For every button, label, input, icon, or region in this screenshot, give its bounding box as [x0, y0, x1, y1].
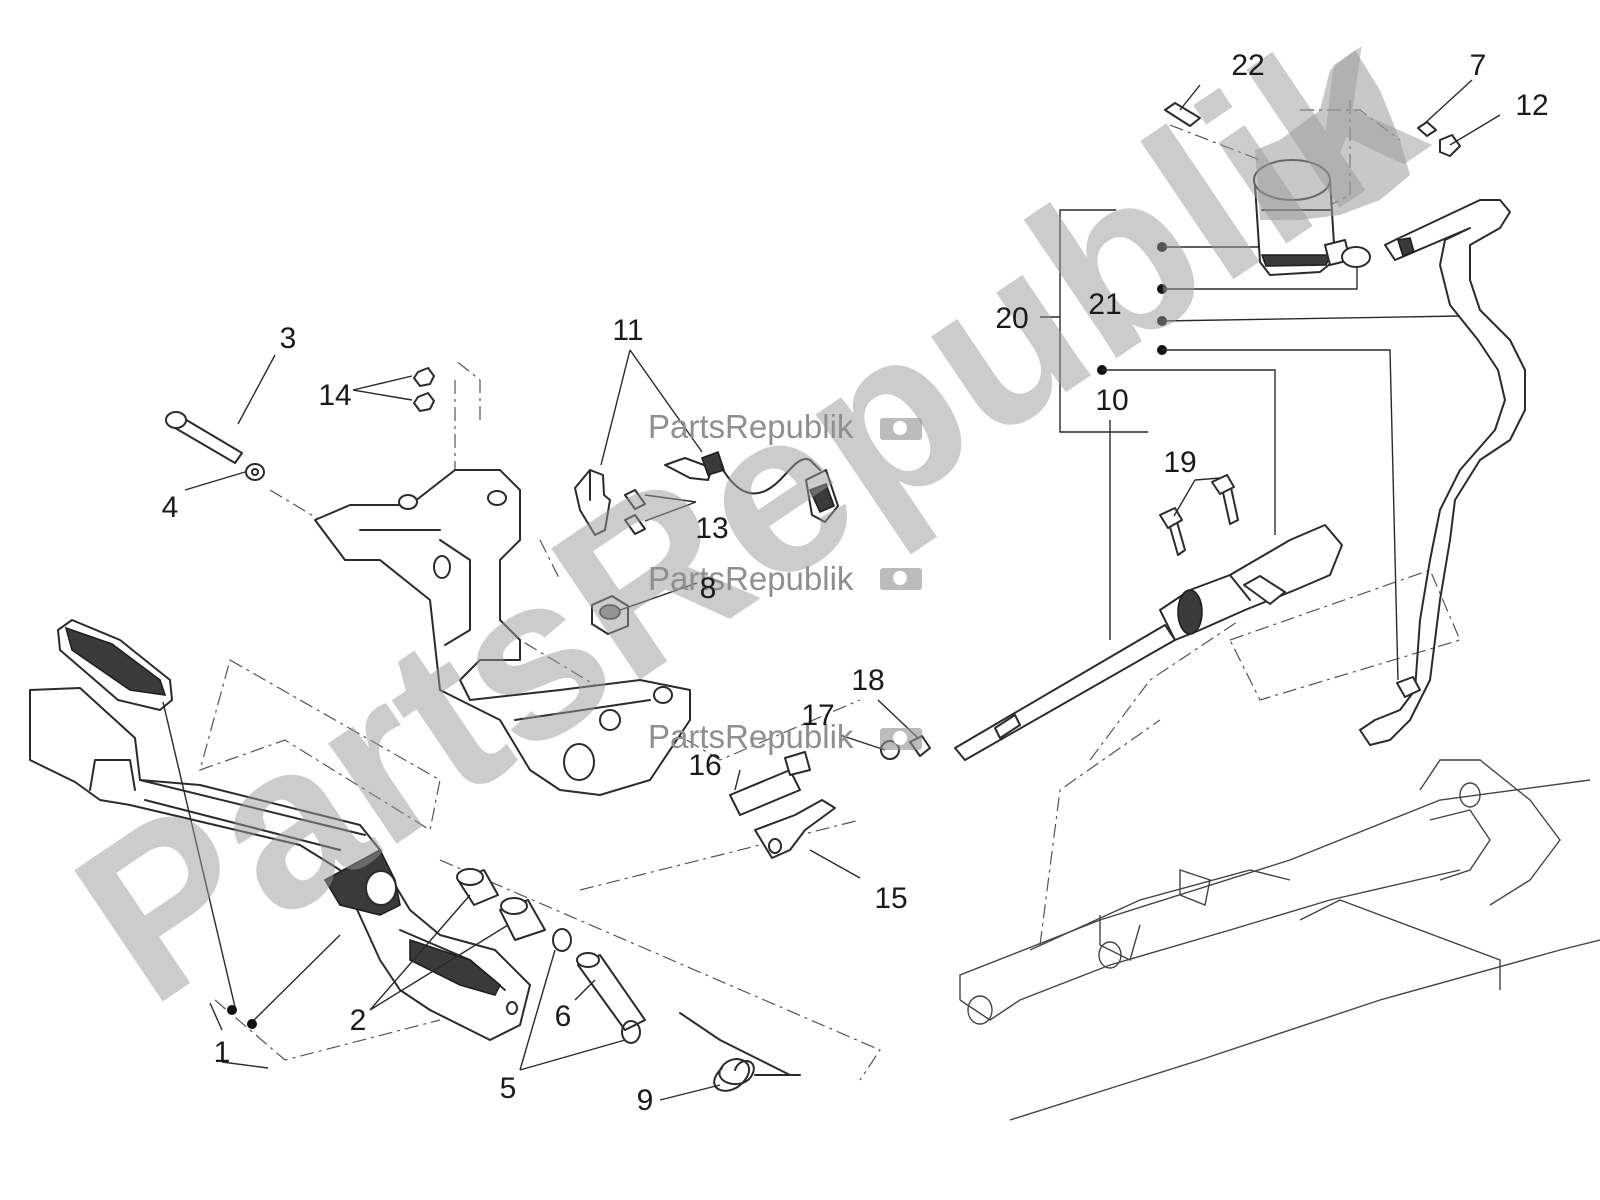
callout-12: 12 — [1515, 89, 1548, 122]
fluid-hose — [1359, 199, 1526, 746]
callout-2: 2 — [350, 1004, 367, 1037]
nuts-14 — [413, 367, 435, 412]
callout-13: 13 — [695, 512, 728, 545]
callout-3: 3 — [280, 322, 297, 355]
bolt-washer-upper-left — [165, 411, 265, 481]
callout-14: 14 — [318, 379, 351, 412]
callout-20: 20 — [995, 302, 1028, 335]
master-cylinder — [954, 474, 1343, 761]
watermark-gear-icon-1 — [880, 418, 922, 440]
callout-8: 8 — [700, 572, 717, 605]
watermark-text-2: PartsRepublik — [648, 560, 854, 597]
callout-15: 15 — [874, 882, 907, 915]
watermark-text-1: PartsRepublik — [648, 408, 854, 445]
callout-4: 4 — [162, 491, 179, 524]
small-parts-lower — [456, 868, 801, 1092]
callout-5: 5 — [500, 1072, 517, 1105]
callout-22: 22 — [1231, 49, 1264, 82]
brake-pedal-lever — [29, 687, 531, 1041]
callout-labels: 1 2 3 4 5 6 7 8 9 10 11 12 13 14 15 16 1… — [162, 49, 1549, 1117]
watermark-big-text: PartsRepublik — [34, 0, 1461, 1051]
gear-logo-icon — [1255, 50, 1410, 220]
callout-9: 9 — [637, 1084, 654, 1117]
callout-11: 11 — [612, 314, 643, 347]
callout-21: 21 — [1088, 288, 1121, 321]
callout-10: 10 — [1095, 384, 1128, 417]
callout-7: 7 — [1470, 49, 1487, 82]
callout-16: 16 — [688, 749, 721, 782]
callout-17: 17 — [801, 699, 834, 732]
watermark: PartsRepublik PartsRepublik PartsRepubli… — [34, 0, 1461, 1051]
callout-leaders — [162, 79, 1501, 1101]
foot-pad — [57, 619, 173, 711]
nut-8 — [591, 595, 629, 635]
pedal-bracket — [314, 469, 691, 796]
callout-6: 6 — [555, 1000, 572, 1033]
frame-structure — [959, 619, 1600, 1121]
callout-1: 1 — [214, 1036, 231, 1069]
watermark-gear-icon-3 — [880, 728, 922, 750]
brake-switch — [574, 450, 839, 536]
watermark-text-3: PartsRepublik — [648, 718, 854, 755]
callout-19: 19 — [1163, 446, 1196, 479]
callout-18: 18 — [851, 664, 884, 697]
watermark-gear-icon-2 — [880, 568, 922, 590]
